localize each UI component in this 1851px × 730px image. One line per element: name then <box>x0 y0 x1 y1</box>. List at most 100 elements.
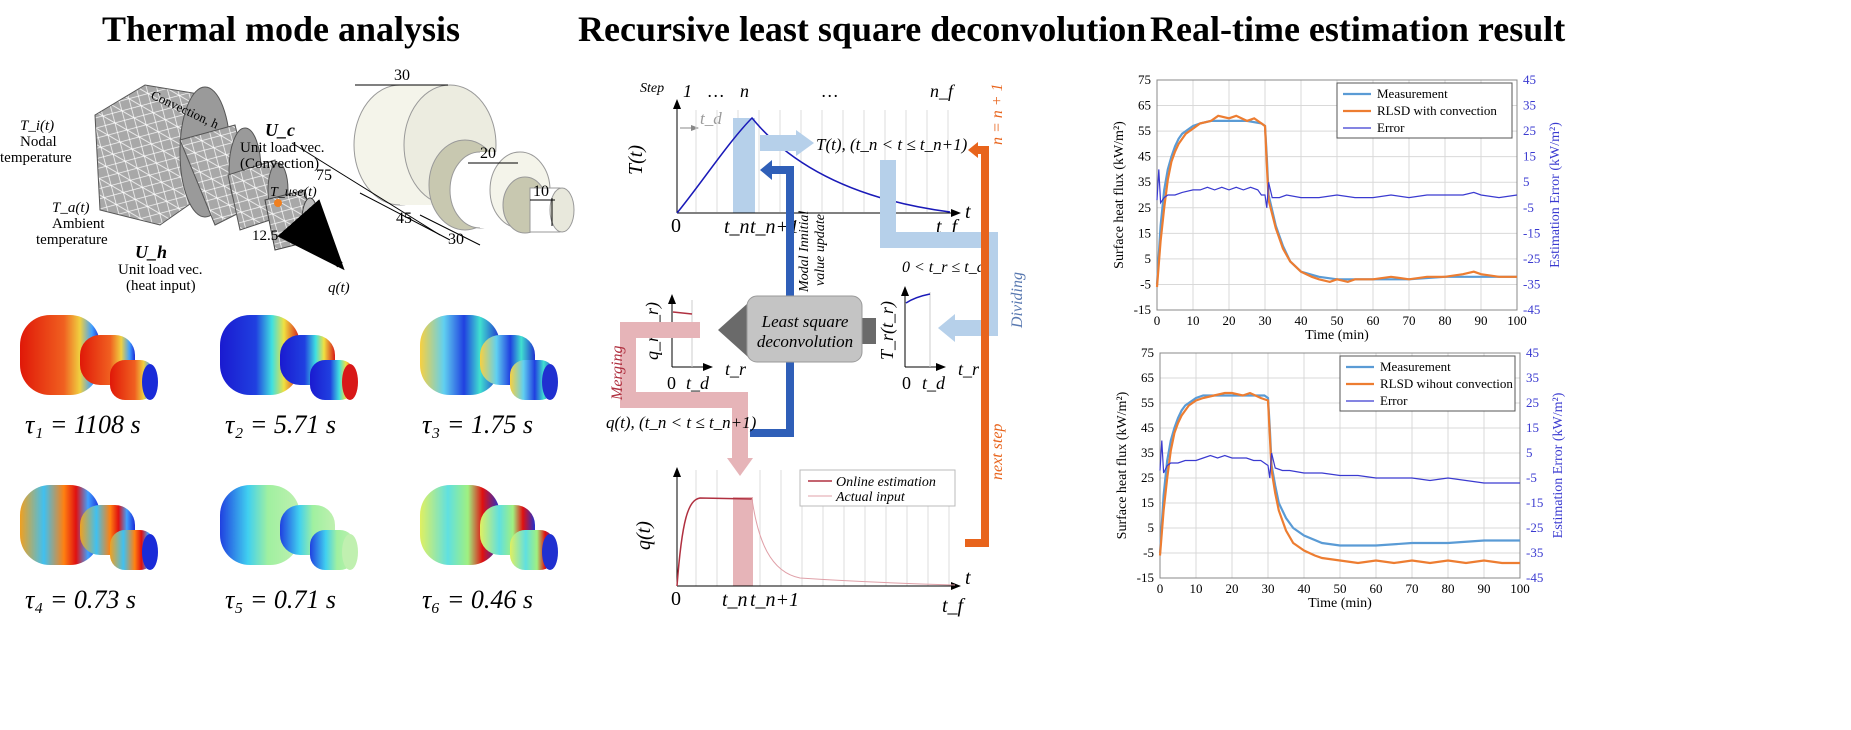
x-tick-label: 80 <box>1439 313 1452 328</box>
qr-curve <box>672 311 693 315</box>
y-tick-label: 15 <box>1138 225 1151 240</box>
next-step-label: next step <box>989 424 1006 480</box>
series-line-rlsd-wihout-convection <box>1158 391 1520 565</box>
y2-tick-label: -15 <box>1523 225 1540 240</box>
x-axis-label: Time (min) <box>1305 328 1369 343</box>
tr-range-label: 0 < t_r ≤ t_d <box>902 259 986 276</box>
merging-label: Merging <box>609 345 626 401</box>
x-tick-label: 40 <box>1298 581 1311 596</box>
mode-6-label: τ₆ = 0.46 s <box>422 585 533 614</box>
y-tick-label: 35 <box>1138 174 1151 189</box>
interval-top-label: T(t), (t_n < t ≤ t_n+1) <box>816 135 968 154</box>
dividing-label: Dividing <box>1009 272 1026 329</box>
x-tick-label: 100 <box>1507 313 1527 328</box>
mode-6 <box>420 485 558 570</box>
uh-symbol: U_h <box>135 242 167 262</box>
y2-tick-label: -35 <box>1526 545 1543 560</box>
y2-tick-label: -15 <box>1526 495 1543 510</box>
y-tick-label: 5 <box>1148 520 1155 535</box>
ambient-temperature: temperature <box>36 232 108 248</box>
series-line-measurement <box>1158 394 1520 554</box>
qr-labels: q_r(t_r) t_r 0 t_d <box>642 302 747 393</box>
y2-tick-label: 15 <box>1526 420 1539 435</box>
mode-4-label: τ₄ = 0.73 s <box>25 585 136 614</box>
series-line-rlsd-with-convection <box>1155 114 1517 288</box>
series-line-error <box>1159 440 1520 484</box>
dim-75: 75 <box>316 167 332 184</box>
y2-tick-label: 5 <box>1526 445 1533 460</box>
y2-tick-label: -35 <box>1523 276 1540 291</box>
x-tick-label: 0 <box>1157 581 1164 596</box>
bottom-origin: 0 <box>671 588 681 610</box>
y2-axis-label: Estimation Error (kW/m²) <box>1551 392 1566 538</box>
dividing-arrow <box>880 160 998 336</box>
mode-5-label: τ₅ = 0.71 s <box>225 585 336 614</box>
y-tick-label: -15 <box>1134 302 1151 317</box>
uh-label: Unit load vec. <box>118 262 203 278</box>
ambient-label: Ambient <box>52 216 105 232</box>
legend-label: Error <box>1377 120 1405 135</box>
y-tick-label: -5 <box>1140 276 1151 291</box>
cad-dim-labels: 30 75 45 20 30 12.5 10 <box>252 67 549 248</box>
y2-tick-label: 45 <box>1526 345 1539 360</box>
mesh-model <box>94 84 345 271</box>
tr-labels: T_r(t_r) t_r 0 t_d <box>877 301 980 393</box>
dim-12-5: 12.5 <box>252 228 278 244</box>
legend-label: Measurement <box>1377 86 1448 101</box>
legend-online: Online estimation <box>836 475 936 490</box>
step-nf: n_f <box>930 81 956 101</box>
y2-tick-label: -45 <box>1526 570 1543 585</box>
x-tick-label: 40 <box>1295 313 1308 328</box>
x-tick-label: 50 <box>1334 581 1347 596</box>
x-tick-label: 0 <box>1154 313 1161 328</box>
qr-td: t_d <box>686 373 710 393</box>
lsd-input-block <box>862 318 876 344</box>
x-tick-label: 20 <box>1226 581 1239 596</box>
y2-tick-label: -5 <box>1523 200 1534 215</box>
y2-tick-label: 15 <box>1523 149 1536 164</box>
y2-tick-label: -25 <box>1523 251 1540 266</box>
mode-4 <box>20 485 158 570</box>
top-origin: 0 <box>671 215 681 237</box>
mode-2 <box>220 315 358 400</box>
legend-label: RLSD with convection <box>1377 103 1497 118</box>
y-tick-label: 5 <box>1145 251 1152 266</box>
y-tick-label: 55 <box>1138 123 1151 138</box>
y-tick-label: 55 <box>1141 395 1154 410</box>
y2-tick-label: -45 <box>1523 302 1540 317</box>
y-tick-label: 65 <box>1141 370 1154 385</box>
top-x-label: t <box>965 201 971 223</box>
tr-curve <box>905 293 931 304</box>
nodal-label: Nodal <box>20 134 57 150</box>
qr-x-label: t_r <box>725 359 747 379</box>
y2-tick-label: 25 <box>1526 395 1539 410</box>
x-tick-label: 30 <box>1262 581 1275 596</box>
bottom-x-label: t <box>965 567 971 589</box>
uc-desc: (Convection) <box>240 156 319 172</box>
bottom-legend: Online estimation Actual input <box>799 469 956 507</box>
y-tick-label: 45 <box>1138 149 1151 164</box>
mode-5 <box>220 485 358 570</box>
title-recursive-least-square: Recursive least square deconvolution <box>578 9 1147 49</box>
x-tick-label: 60 <box>1370 581 1383 596</box>
tr-x-label: t_r <box>958 359 980 379</box>
tr-origin: 0 <box>902 373 911 393</box>
y2-axis-label: Estimation Error (kW/m²) <box>1548 122 1563 268</box>
merging-arrow <box>620 322 748 460</box>
top-plot-curve <box>676 116 951 214</box>
step-header: Step 1 … n … n_f t_d <box>640 81 956 128</box>
step-dots-1: … <box>708 81 724 101</box>
mode-1-label: τ₁ = 1108 s <box>25 410 141 439</box>
lsd-label-1: Least square <box>761 312 849 331</box>
interval-bottom-label: q(t), (t_n < t ≤ t_n+1) <box>606 413 757 432</box>
y-tick-label: -15 <box>1137 570 1154 585</box>
lsd-label-2: deconvolution <box>757 332 853 351</box>
lsd-output-arrow <box>718 303 752 357</box>
x-tick-label: 30 <box>1259 313 1272 328</box>
x-tick-label: 100 <box>1510 581 1530 596</box>
bottom-plot-highlight <box>733 497 753 586</box>
x-tick-label: 60 <box>1367 313 1380 328</box>
ambient-symbol: T_a(t) <box>52 200 90 216</box>
